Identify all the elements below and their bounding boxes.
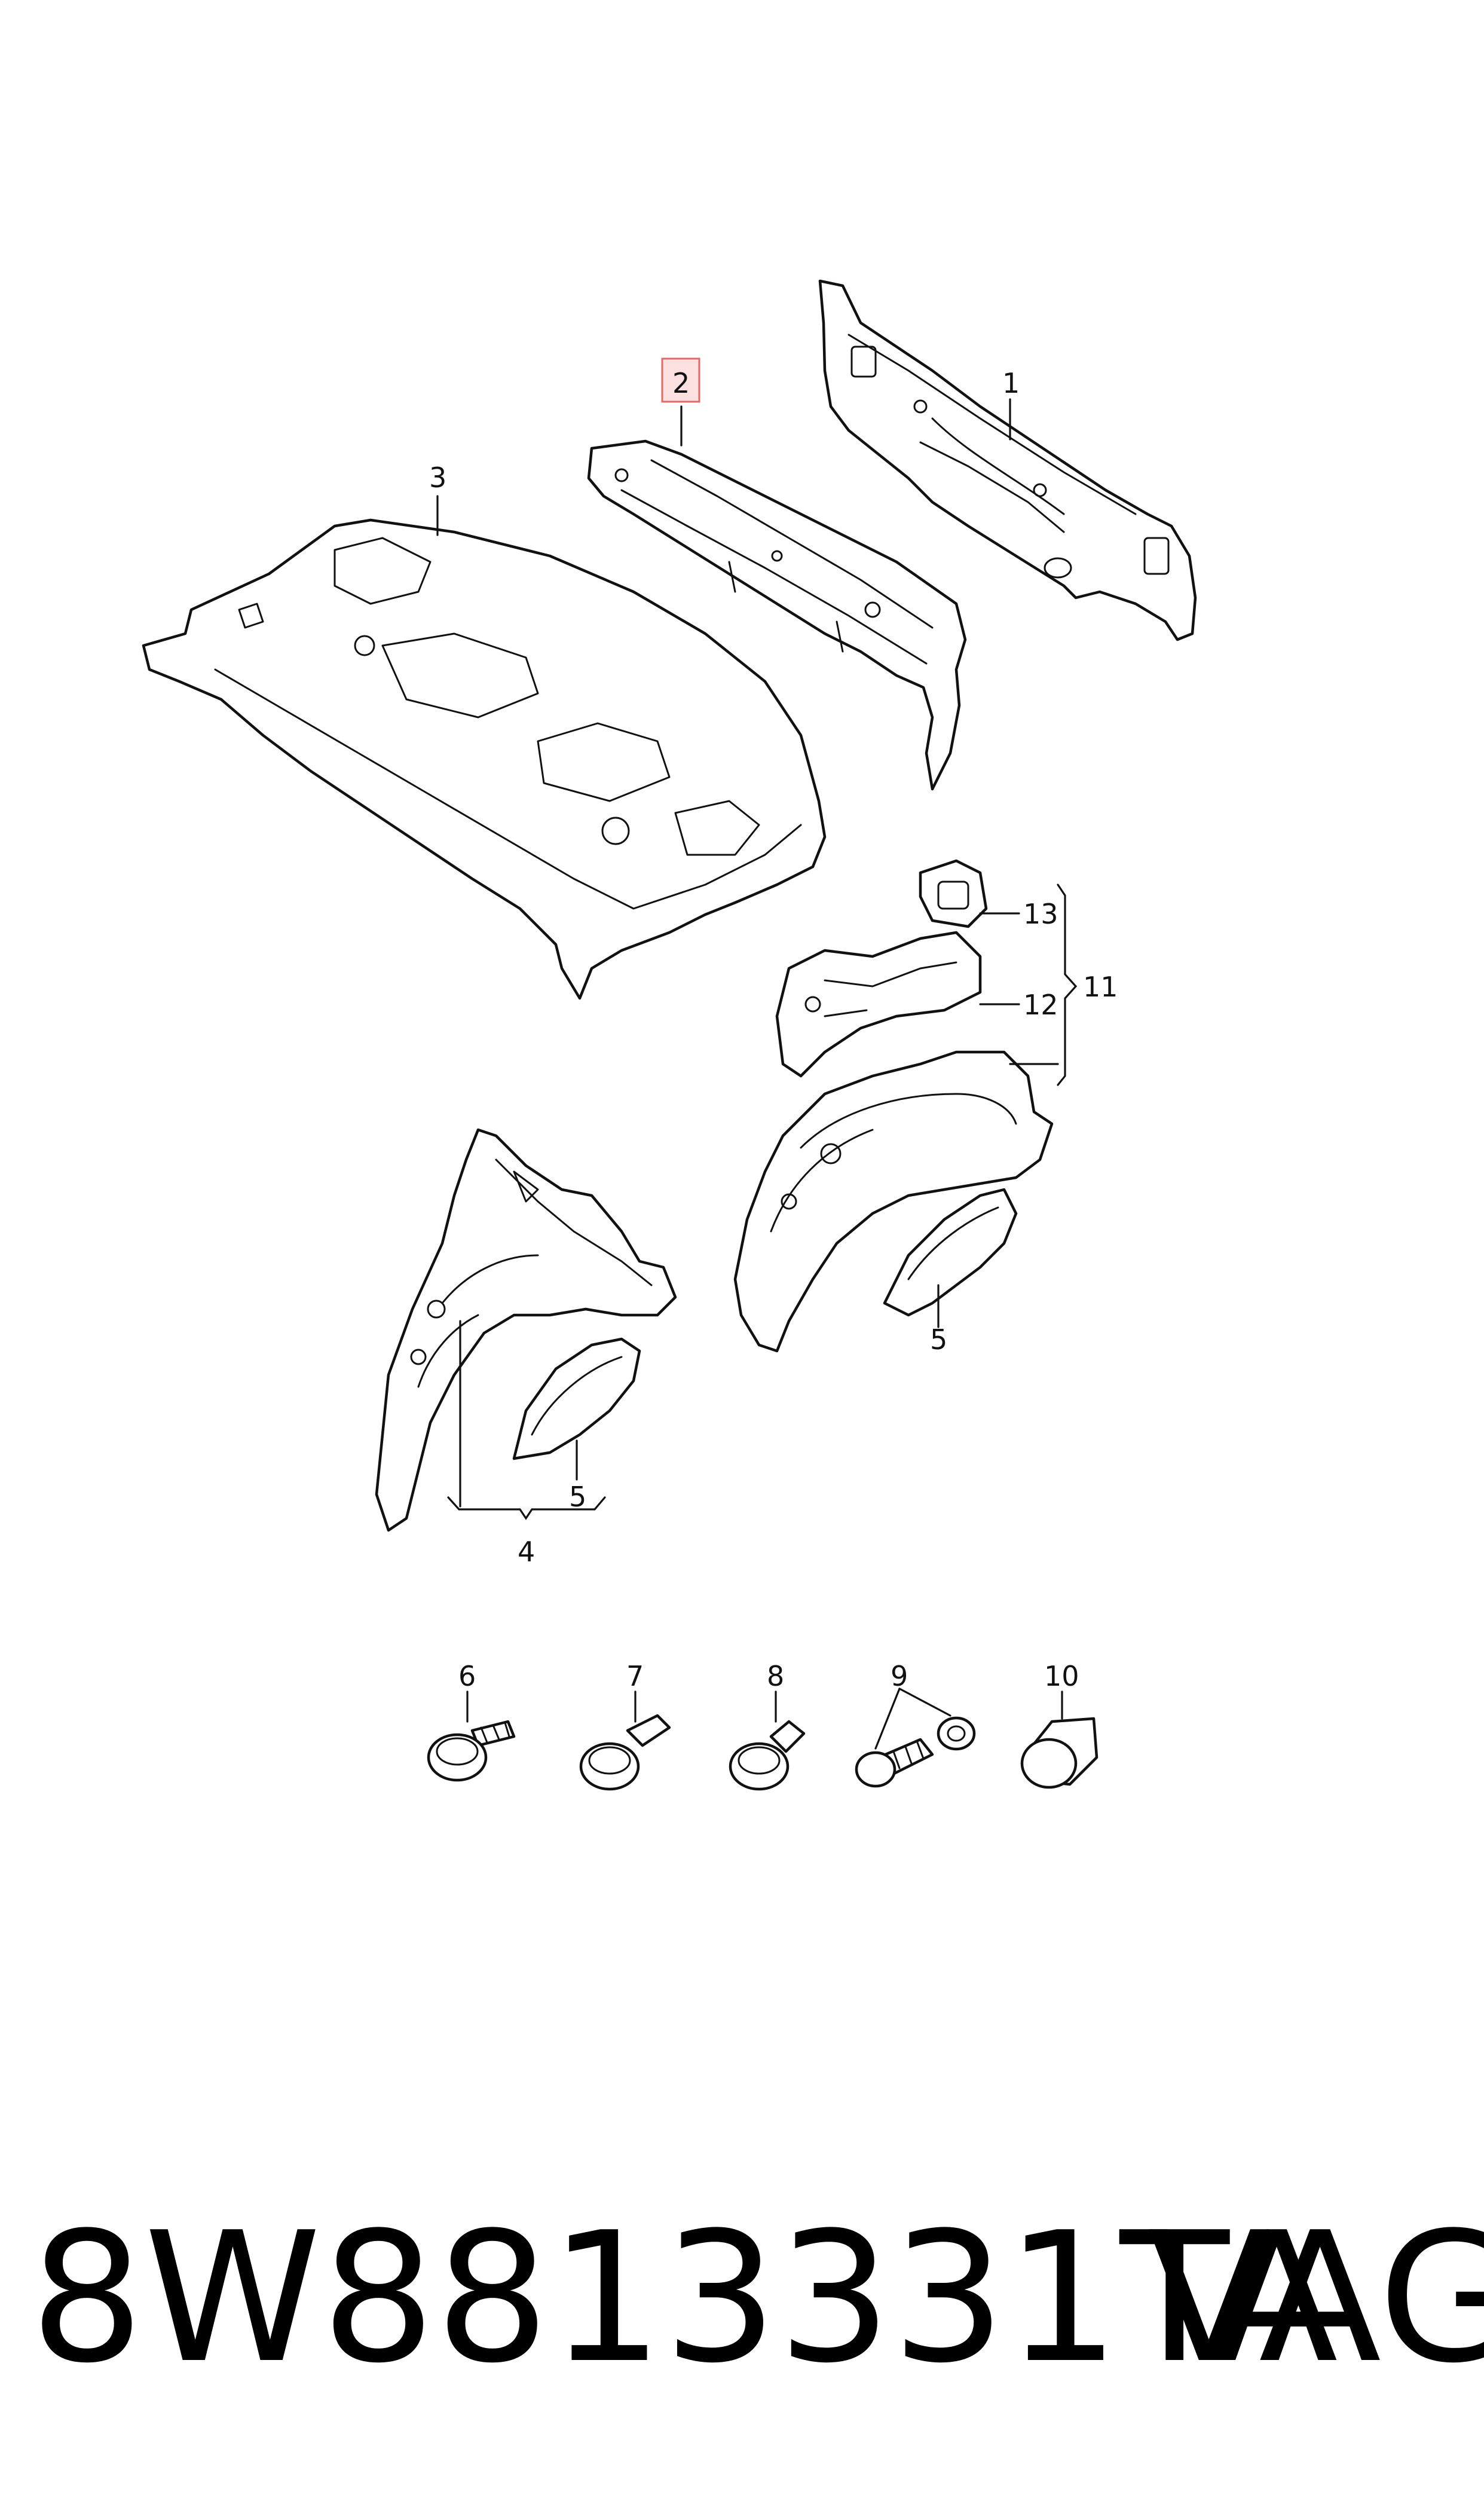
highlight-box xyxy=(661,357,700,403)
part-13-bracket xyxy=(919,859,988,928)
part-8-clip xyxy=(729,1720,806,1791)
leader-lines xyxy=(436,398,1078,1750)
callout-8: 8 xyxy=(767,1660,784,1692)
brand-name: VAG xyxy=(1148,2194,1484,2402)
part-9-bolt-and-nut xyxy=(855,1716,976,1788)
part-11-wheel-arch-right xyxy=(733,1050,1054,1353)
callout-4: 4 xyxy=(518,1536,535,1568)
callout-3: 3 xyxy=(429,461,446,494)
callout-7: 7 xyxy=(626,1660,644,1692)
callout-6: 6 xyxy=(458,1660,476,1692)
callout-5-left: 5 xyxy=(569,1481,586,1513)
part-10-cap xyxy=(1020,1717,1099,1789)
part-6-screw xyxy=(427,1720,516,1782)
part-5-liner-right xyxy=(883,1188,1018,1317)
part-4-wheel-arch-left xyxy=(375,1128,677,1532)
callout-2: 2 xyxy=(672,367,690,399)
callout-12: 12 xyxy=(1023,989,1058,1021)
part-2-cross-member xyxy=(587,439,967,791)
part-1-rear-panel xyxy=(818,279,1197,641)
callout-13: 13 xyxy=(1023,898,1058,930)
part-7-clip xyxy=(579,1714,671,1791)
callout-5-right: 5 xyxy=(930,1323,947,1356)
callouts: 1 2 3 13 12 11 5 5 4 6 7 8 9 10 xyxy=(429,367,1118,1692)
part-number: 8W8813331TA xyxy=(30,2194,1338,2402)
callout-10: 10 xyxy=(1044,1660,1079,1692)
part-12-bracket xyxy=(775,931,982,1078)
part-3-parcel-shelf xyxy=(142,518,827,1000)
callout-9: 9 xyxy=(891,1660,908,1692)
callout-1: 1 xyxy=(1002,367,1020,399)
part-5-liner-left xyxy=(512,1337,641,1460)
callout-11: 11 xyxy=(1083,971,1118,1003)
footer-caption: 8W8813331TA VAG xyxy=(30,2194,1484,2402)
